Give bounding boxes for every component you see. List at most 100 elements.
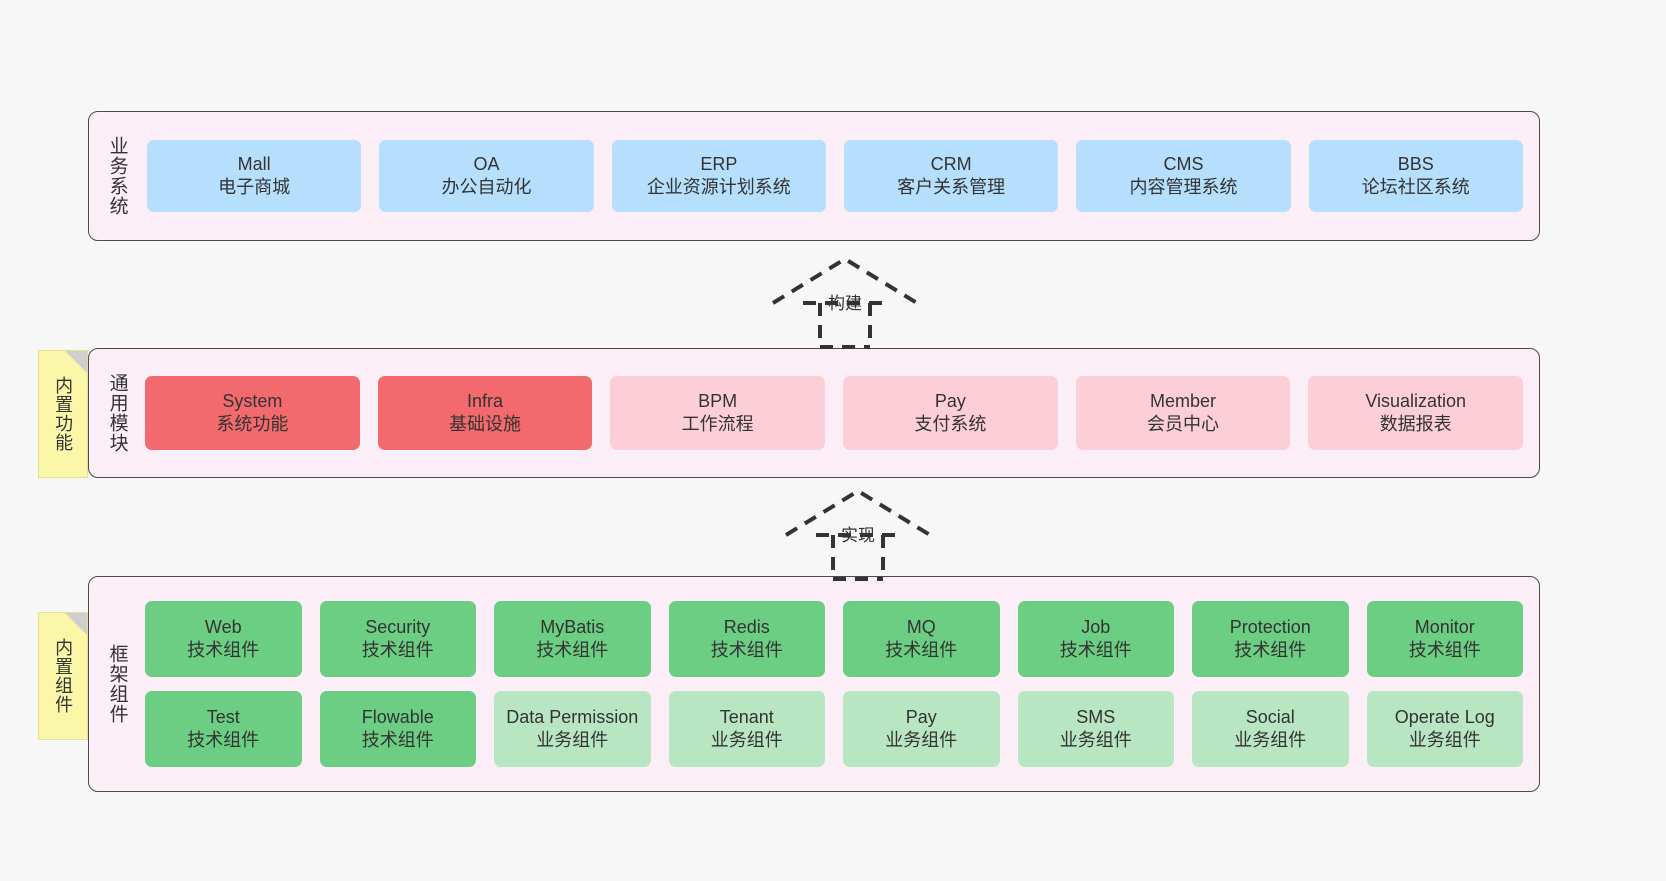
module-card[interactable]: Flowable 技术组件 (319, 691, 476, 767)
module-card[interactable]: CMS 内容管理系统 (1076, 140, 1291, 212)
module-card-subtitle: 业务组件 (885, 730, 958, 750)
module-card-subtitle: 数据报表 (1379, 414, 1452, 434)
module-card-name: Pay (905, 706, 937, 727)
module-card-name: MQ (906, 616, 936, 637)
module-card-subtitle: 支付系统 (914, 414, 987, 434)
module-card-name: System (222, 390, 283, 411)
sticky-note-features: 内置功能 (38, 350, 88, 478)
module-card[interactable]: CRM 客户关系管理 (843, 140, 1059, 212)
module-card-subtitle: 技术组件 (1234, 640, 1307, 660)
module-card[interactable]: Monitor 技术组件 (1366, 601, 1523, 677)
module-card-subtitle: 业务组件 (710, 730, 783, 750)
module-card-subtitle: 技术组件 (1059, 640, 1132, 660)
module-card-subtitle: 业务组件 (1408, 730, 1481, 750)
module-card[interactable]: Redis 技术组件 (668, 601, 825, 677)
module-card[interactable]: Visualization 数据报表 (1308, 376, 1524, 450)
module-card-subtitle: 内容管理系统 (1129, 177, 1238, 197)
module-card-subtitle: 技术组件 (710, 640, 783, 660)
module-card-name: Monitor (1414, 616, 1475, 637)
sticky-note-label: 内置组件 (53, 638, 74, 714)
module-card-subtitle: 电子商城 (218, 177, 291, 197)
sticky-note-components: 内置组件 (38, 612, 88, 740)
module-card[interactable]: Pay 支付系统 (843, 376, 1058, 450)
module-card[interactable]: Security 技术组件 (319, 601, 476, 677)
module-card[interactable]: BPM 工作流程 (610, 376, 826, 450)
module-card[interactable]: ERP 企业资源计划系统 (611, 140, 826, 212)
module-card[interactable]: SMS 业务组件 (1017, 691, 1174, 767)
layer-title-common: 通用模块 (106, 373, 128, 453)
module-card-subtitle: 办公自动化 (441, 177, 532, 197)
module-card-name: Job (1081, 616, 1111, 637)
module-card[interactable]: OA 办公自动化 (379, 140, 594, 212)
module-card[interactable]: MQ 技术组件 (843, 601, 1000, 677)
module-card-subtitle: 技术组件 (187, 730, 260, 750)
module-card[interactable]: Member 会员中心 (1075, 376, 1291, 450)
module-card-subtitle: 系统功能 (216, 414, 289, 434)
module-card-subtitle: 企业资源计划系统 (646, 177, 791, 197)
layer-title-business: 业务系统 (106, 136, 128, 216)
module-card[interactable]: Tenant 业务组件 (668, 691, 825, 767)
layer-title-framework: 框架组件 (106, 644, 128, 724)
module-card-name: BBS (1397, 153, 1434, 174)
module-card[interactable]: BBS 论坛社区系统 (1308, 140, 1523, 212)
module-card-name: CMS (1163, 153, 1204, 174)
module-card-name: Social (1245, 706, 1295, 727)
layer-body-common: System 系统功能 Infra 基础设施 BPM 工作流程 Pay 支付系统 Member 会… (139, 349, 1539, 477)
module-card[interactable]: Pay 业务组件 (843, 691, 1000, 767)
module-card-subtitle: 技术组件 (1408, 640, 1481, 660)
module-card[interactable]: MyBatis 技术组件 (494, 601, 651, 677)
module-card-name: Infra (466, 390, 504, 411)
module-card-name: Flowable (361, 706, 434, 727)
note-fold-corner-icon (65, 613, 87, 635)
note-fold-corner-icon (65, 351, 87, 373)
module-card-name: OA (473, 153, 500, 174)
module-card-subtitle: 业务组件 (1059, 730, 1132, 750)
module-card[interactable]: Test 技术组件 (145, 691, 302, 767)
module-card-name: Test (206, 706, 240, 727)
module-card[interactable]: System 系统功能 (145, 376, 360, 450)
module-card-name: ERP (700, 153, 738, 174)
module-card-subtitle: 会员中心 (1147, 414, 1220, 434)
module-card-name: Redis (723, 616, 770, 637)
module-card-name: MyBatis (540, 616, 605, 637)
module-card[interactable]: Data Permission 业务组件 (494, 691, 651, 767)
module-card-name: Security (365, 616, 431, 637)
module-card-subtitle: 技术组件 (361, 640, 434, 660)
module-card-name: Data Permission (506, 706, 639, 727)
module-card-name: Pay (934, 390, 966, 411)
module-card[interactable]: Infra 基础设施 (377, 376, 593, 450)
generalization-arrow-build: 构建 (755, 255, 935, 351)
module-card-name: Visualization (1365, 390, 1467, 411)
module-card-subtitle: 业务组件 (1234, 730, 1307, 750)
module-card[interactable]: Social 业务组件 (1192, 691, 1349, 767)
module-card-subtitle: 技术组件 (885, 640, 958, 660)
module-card-subtitle: 技术组件 (361, 730, 434, 750)
module-card-subtitle: 客户关系管理 (897, 177, 1006, 197)
module-card-name: Protection (1229, 616, 1311, 637)
module-card-subtitle: 业务组件 (536, 730, 609, 750)
module-card[interactable]: Job 技术组件 (1017, 601, 1174, 677)
layer-row: System 系统功能 Infra 基础设施 BPM 工作流程 Pay 支付系统 Member 会… (145, 376, 1524, 450)
module-card-name: SMS (1076, 706, 1116, 727)
module-card-subtitle: 论坛社区系统 (1361, 177, 1470, 197)
module-card-name: Web (204, 616, 242, 637)
module-card-name: BPM (698, 390, 738, 411)
module-card-name: CRM (930, 153, 972, 174)
module-card-name: Member (1150, 390, 1217, 411)
module-card[interactable]: Protection 技术组件 (1192, 601, 1349, 677)
layer-common: 通用模块 System 系统功能 Infra 基础设施 BPM 工作流程 Pay 支付系统 Mem… (88, 348, 1540, 478)
module-card-name: Tenant (719, 706, 774, 727)
module-card-subtitle: 基础设施 (449, 414, 521, 434)
module-card-subtitle: 技术组件 (536, 640, 609, 660)
module-card-subtitle: 工作流程 (681, 414, 754, 434)
